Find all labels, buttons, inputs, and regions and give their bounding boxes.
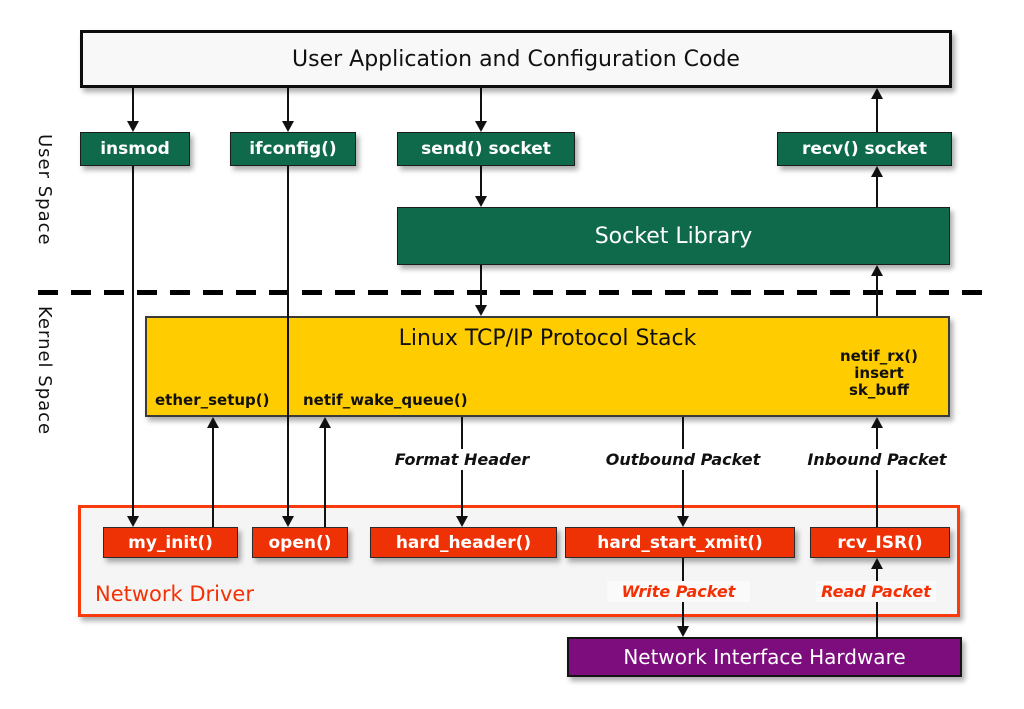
- arrow-recv-to-app-line: [876, 99, 878, 132]
- tcpip-stack-box: Linux TCP/IP Protocol Stack ether_setup(…: [145, 316, 950, 417]
- hard-header-label: hard_header(): [395, 532, 532, 553]
- network-interface-hardware-box: Network Interface Hardware: [567, 637, 962, 677]
- recv-socket-label: recv() socket: [802, 139, 927, 159]
- user-kernel-divider-dashed-line: [38, 290, 988, 295]
- rcv-isr-box: rcv_ISR(): [810, 527, 950, 558]
- socket-library-label: Socket Library: [594, 223, 753, 249]
- arrow-recv-to-app-head: [871, 88, 883, 99]
- arrow-myinit-to-ethersetup-head: [207, 417, 219, 428]
- user-space-label: User Space: [34, 134, 55, 246]
- arrow-stack-to-hardheader-head: [456, 516, 468, 527]
- network-driver-title: Network Driver: [95, 582, 254, 606]
- network-interface-hardware-label: Network Interface Hardware: [623, 645, 906, 669]
- arrow-hardstartxmit-to-hardware-head: [677, 626, 689, 637]
- arrow-socketlib-to-stack-line: [480, 265, 482, 305]
- arrow-app-to-insmod-line: [132, 88, 134, 121]
- arrow-app-to-send-line: [480, 88, 482, 121]
- arrow-socketlib-to-recv-line: [876, 177, 878, 207]
- arrow-insmod-to-myinit-head: [127, 516, 139, 527]
- arrow-rcvisr-to-stack-head: [871, 417, 883, 428]
- arrow-open-to-netifwake-line: [324, 428, 326, 527]
- arrow-stack-to-socketlib-head: [871, 265, 883, 276]
- send-socket-box: send() socket: [397, 132, 575, 166]
- arrow-stack-to-hardstartxmit-head: [677, 516, 689, 527]
- arrow-stack-to-socketlib-line: [876, 276, 878, 316]
- my-init-label: my_init(): [128, 532, 213, 553]
- arrow-app-to-insmod-head: [127, 121, 139, 132]
- read-packet-label: Read Packet: [816, 581, 936, 602]
- arrow-app-to-send-head: [475, 121, 487, 132]
- arrow-socketlib-to-recv-head: [871, 166, 883, 177]
- netif-rx-line3: sk_buff: [849, 381, 909, 399]
- network-driver-box: Network Driver: [78, 505, 960, 617]
- hard-start-xmit-box: hard_start_xmit(): [565, 527, 795, 558]
- inbound-packet-label: Inbound Packet: [801, 449, 953, 470]
- user-application-box: User Application and Configuration Code: [80, 30, 952, 88]
- ifconfig-label: ifconfig(): [249, 139, 337, 159]
- recv-socket-box: recv() socket: [777, 132, 952, 166]
- ifconfig-box: ifconfig(): [230, 132, 356, 166]
- insmod-box: insmod: [80, 132, 190, 166]
- arrow-rcvisr-to-stack-line: [876, 428, 878, 527]
- netif-rx-line1: netif_rx(): [840, 347, 918, 365]
- arrow-hardware-to-rcvisr-line: [876, 569, 878, 637]
- outbound-packet-label: Outbound Packet: [601, 449, 765, 470]
- arrow-send-to-socketlib-head: [475, 196, 487, 207]
- tcpip-stack-title: Linux TCP/IP Protocol Stack: [398, 326, 697, 351]
- netif-rx-label: netif_rx() insert sk_buff: [819, 348, 939, 399]
- arrow-myinit-to-ethersetup-line: [212, 428, 214, 527]
- my-init-box: my_init(): [103, 527, 238, 558]
- send-socket-label: send() socket: [421, 139, 551, 159]
- hard-start-xmit-label: hard_start_xmit(): [597, 532, 763, 553]
- write-packet-label: Write Packet: [607, 581, 750, 602]
- format-header-label: Format Header: [387, 449, 537, 470]
- netif-rx-line2: insert: [854, 364, 904, 382]
- hard-header-box: hard_header(): [370, 527, 557, 558]
- arrow-ifconfig-to-open-head: [282, 516, 294, 527]
- open-label: open(): [268, 532, 332, 553]
- socket-library-box: Socket Library: [397, 207, 950, 265]
- arrow-insmod-to-myinit-line: [132, 166, 134, 516]
- arrow-app-to-ifconfig-head: [282, 121, 294, 132]
- arrow-app-to-ifconfig-line: [287, 88, 289, 121]
- kernel-space-label: Kernel Space: [34, 306, 55, 436]
- arrow-socketlib-to-stack-head: [475, 305, 487, 316]
- arrow-hardware-to-rcvisr-head: [871, 558, 883, 569]
- open-box: open(): [252, 527, 348, 558]
- user-application-box-title: User Application and Configuration Code: [292, 46, 740, 72]
- ether-setup-label: ether_setup(): [155, 391, 270, 409]
- arrow-ifconfig-to-open-line: [287, 166, 289, 516]
- arrow-open-to-netifwake-head: [319, 417, 331, 428]
- rcv-isr-label: rcv_ISR(): [837, 532, 923, 553]
- insmod-label: insmod: [100, 139, 170, 159]
- arrow-send-to-socketlib-line: [480, 166, 482, 196]
- netif-wake-queue-label: netif_wake_queue(): [303, 391, 468, 409]
